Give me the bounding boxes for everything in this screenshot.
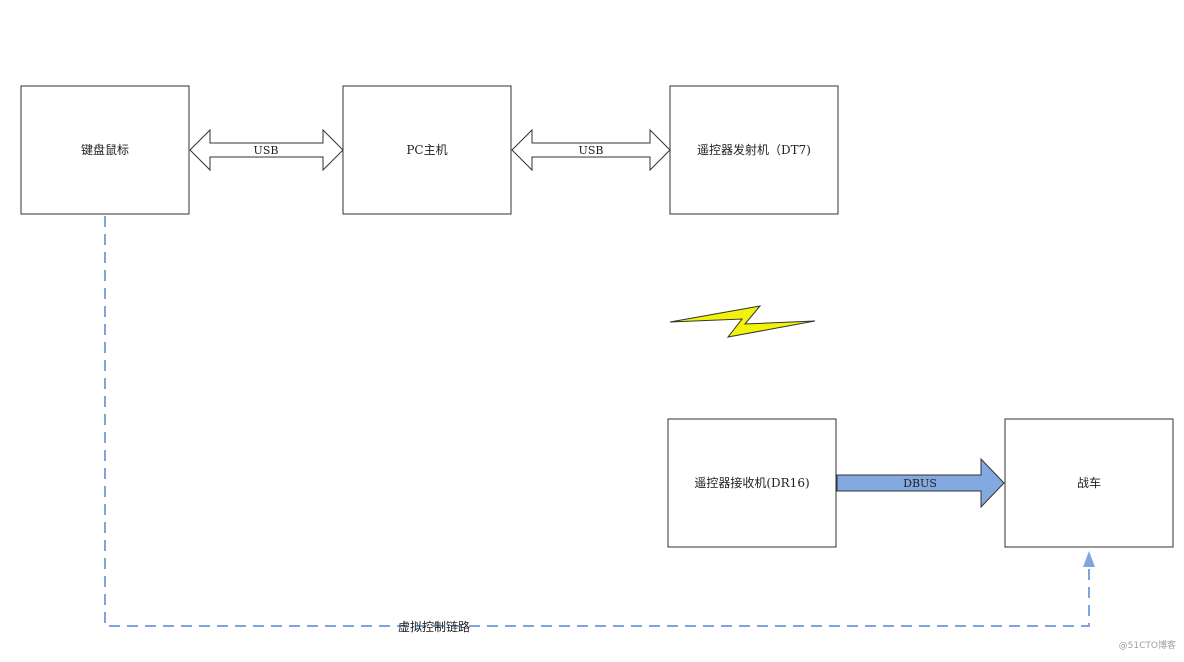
dbus-label: DBUS (903, 477, 937, 490)
usb-right-label: USB (579, 144, 604, 157)
usb-left-double-arrow (189, 128, 344, 172)
dbus-link: DBUS (836, 457, 1005, 509)
lightning-bolt-shape (669, 305, 816, 338)
watermark: @51CTO博客 (1119, 639, 1176, 651)
node-receiver: 遥控器接收机(DR16) (667, 418, 837, 548)
node-transmitter: 遥控器发射机（DT7) (669, 85, 839, 215)
lightning-bolt-icon (669, 305, 816, 338)
virtual-link-line (104, 216, 1090, 627)
dbus-arrow (836, 457, 1005, 509)
node-receiver-label: 遥控器接收机(DR16) (694, 475, 809, 490)
node-transmitter-label: 遥控器发射机（DT7) (697, 142, 811, 157)
usb-link-right: USB (511, 128, 671, 172)
node-pc-host: PC主机 (342, 85, 512, 215)
node-pc-host-label: PC主机 (406, 143, 447, 157)
node-chariot: 战车 (1004, 418, 1174, 548)
usb-link-left: USB (189, 128, 344, 172)
virtual-link-arrowhead (1083, 551, 1095, 567)
virtual-control-link (104, 216, 1095, 627)
usb-right-double-arrow (511, 128, 671, 172)
virtual-link-label: 虚拟控制链路 (398, 619, 470, 634)
node-chariot-label: 战车 (1077, 475, 1101, 490)
usb-left-label: USB (254, 144, 279, 157)
node-keyboard-mouse: 键盘鼠标 (20, 85, 190, 215)
node-keyboard-mouse-label: 键盘鼠标 (81, 142, 129, 157)
